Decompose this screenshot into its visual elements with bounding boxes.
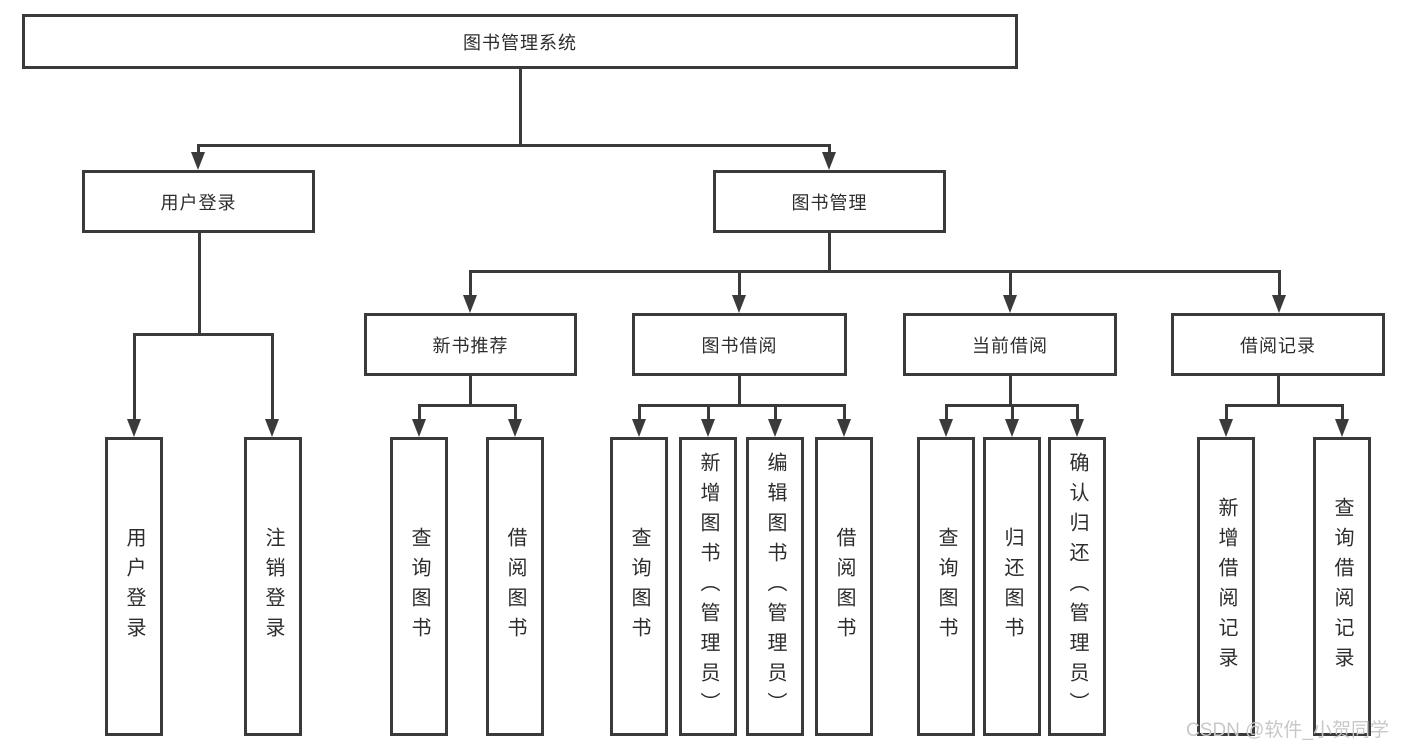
connector-drop-edit-book [774,404,777,421]
connector-drop-query-books-1 [418,404,421,421]
arrow-down-new-book [463,295,477,313]
arrow-down-query-borrow-record [1335,419,1349,437]
connector-drop-current-borrow [1009,270,1012,298]
connector-level2-bar [469,270,1281,273]
node-book-borrow: 图书借阅 [632,313,847,376]
connector-root-bar [197,144,831,147]
arrow-down-borrow-records [1272,295,1286,313]
connector-drop-return-books [1011,404,1014,421]
connector-book-management-stem [828,233,831,272]
arrow-down-query-books-2 [632,419,646,437]
leaf-query-books-2: 查询图书 [610,437,668,736]
connector-user-login-stem [198,233,201,335]
connector-drop-borrow-books-2 [843,404,846,421]
node-book-management: 图书管理 [713,170,946,233]
node-new-book-recommend: 新书推荐 [364,313,577,376]
leaf-confirm-return-admin: 确认归还（管理员） [1048,437,1106,736]
node-user-login: 用户登录 [82,170,315,233]
connector-drop-query-books-3 [945,404,948,421]
arrow-down-return-books [1005,419,1019,437]
arrow-down-confirm-return [1070,419,1084,437]
connector-book-borrow-stem [738,376,741,406]
connector-drop-book-borrow [738,270,741,298]
arrow-down-book-management [822,152,836,170]
leaf-query-books-1: 查询图书 [390,437,448,736]
node-borrow-records: 借阅记录 [1171,313,1385,376]
connector-root-stem [519,69,522,145]
connector-drop-borrow-records [1278,270,1281,298]
leaf-borrow-books-1: 借阅图书 [486,437,544,736]
node-current-borrow: 当前借阅 [903,313,1117,376]
arrow-down-query-books-1 [412,419,426,437]
connector-drop-book-management [828,144,831,156]
arrow-down-leaf-logout [265,419,279,437]
arrow-down-borrow-books-1 [508,419,522,437]
leaf-return-books: 归还图书 [983,437,1041,736]
connector-borrow-records-bar [1225,404,1343,407]
arrow-down-borrow-books-2 [837,419,851,437]
leaf-edit-book-admin: 编辑图书（管理员） [746,437,804,736]
connector-new-book-stem [469,376,472,406]
arrow-down-edit-book [768,419,782,437]
connector-drop-leaf-logout [271,333,274,421]
arrow-down-leaf-user-login [127,419,141,437]
leaf-logout: 注销登录 [244,437,302,736]
watermark-text: CSDN @软件_小贺同学 [1186,720,1389,741]
arrow-down-add-book [701,419,715,437]
arrow-down-add-borrow-record [1219,419,1233,437]
connector-drop-query-borrow-record [1341,404,1344,421]
leaf-add-book-admin: 新增图书（管理员） [679,437,737,736]
arrow-down-user-login [191,152,205,170]
connector-current-borrow-stem [1009,376,1012,406]
arrow-down-query-books-3 [939,419,953,437]
connector-new-book-bar [418,404,517,407]
connector-drop-leaf-user-login [133,333,136,421]
connector-drop-new-book [469,270,472,298]
leaf-query-borrow-record: 查询借阅记录 [1313,437,1371,736]
connector-drop-user-login [197,144,200,156]
connector-drop-borrow-books-1 [514,404,517,421]
leaf-add-borrow-record: 新增借阅记录 [1197,437,1255,736]
arrow-down-book-borrow [732,295,746,313]
connector-drop-query-books-2 [638,404,641,421]
connector-drop-confirm-return [1076,404,1079,421]
leaf-user-login: 用户登录 [105,437,163,736]
connector-drop-add-borrow-record [1225,404,1228,421]
connector-user-login-bar [133,333,274,336]
arrow-down-current-borrow [1003,295,1017,313]
connector-book-borrow-bar [638,404,846,407]
node-library-management-system: 图书管理系统 [22,14,1018,69]
connector-borrow-records-stem [1277,376,1280,406]
leaf-borrow-books-2: 借阅图书 [815,437,873,736]
leaf-query-books-3: 查询图书 [917,437,975,736]
connector-drop-add-book [707,404,710,421]
